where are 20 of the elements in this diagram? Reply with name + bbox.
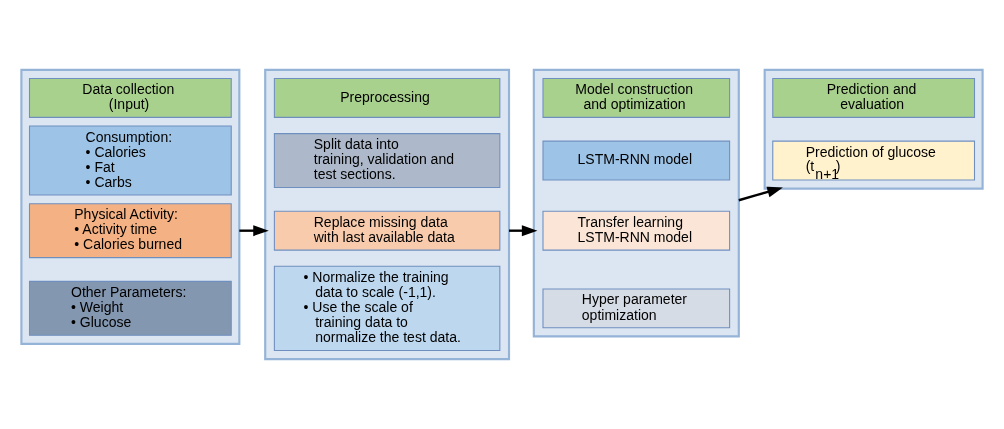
arrow: [509, 225, 538, 237]
arrow: [239, 225, 269, 237]
cluster: [763, 68, 984, 190]
arrow: [738, 186, 783, 202]
cluster: [264, 68, 511, 361]
node-box: Physical Activity: • Activity time • Calories burned: [28, 203, 232, 259]
node-box: Hyper parameter optimization: [542, 288, 731, 329]
node-box: Split data into training, validation and test sections.: [273, 133, 501, 189]
node-box: Other Parameters: • Weight • Glucose: [28, 280, 232, 336]
cluster: [532, 68, 740, 338]
node-box: Replace missing data with last available data: [273, 210, 501, 251]
node-box: Consumption: • Calories • Fat • Carbs: [28, 125, 232, 196]
node-box: • Normalize the training data to scale (-1,1). • Use the scale of training data to normalize the test data.: [273, 265, 501, 351]
node-box: Prediction and evaluation: [772, 78, 976, 118]
node-box: Model construction and optimization: [542, 78, 731, 118]
node-box: Data collection (Input): [28, 78, 232, 118]
node-box: Transfer learning LSTM-RNN model: [542, 210, 731, 251]
cluster: [20, 68, 241, 346]
node-box: LSTM-RNN model: [542, 140, 731, 181]
node-box: Preprocessing: [273, 78, 501, 118]
